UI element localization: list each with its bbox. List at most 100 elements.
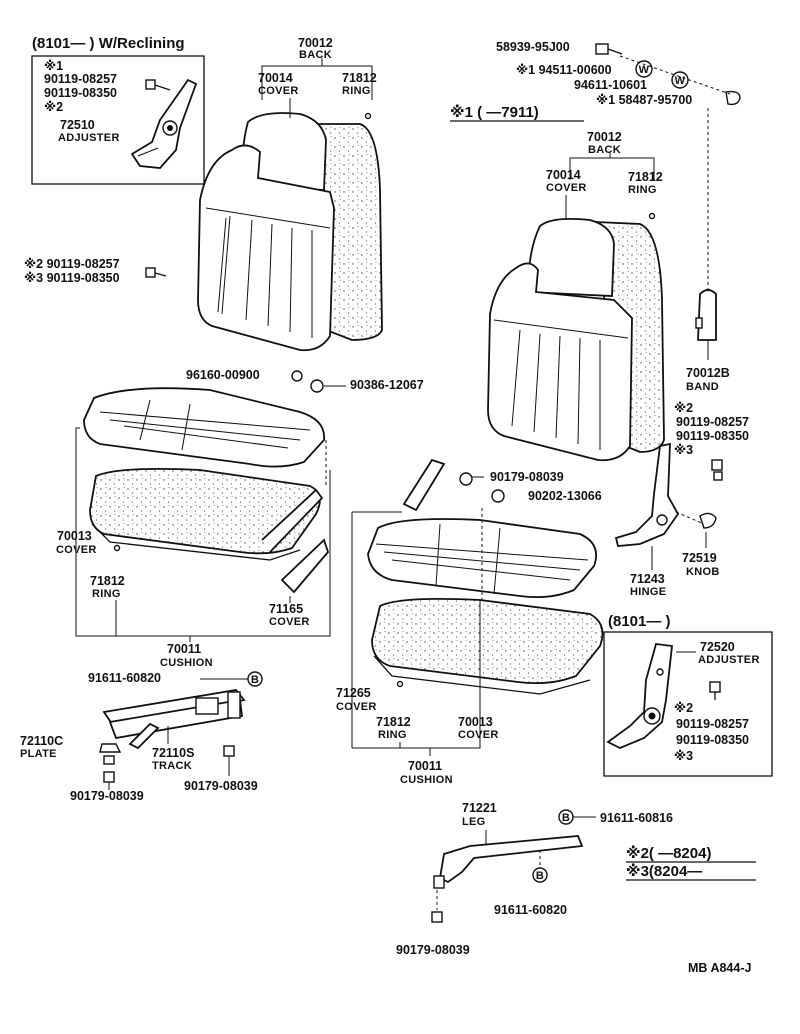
right-ring2-icon (396, 680, 404, 688)
washer1-mark: W (639, 64, 650, 76)
right-cushion-cover-pn: 70013 (458, 715, 493, 729)
left-cushion-ring-label: RING (92, 588, 121, 600)
reclining-inset: (8101— ) W/Reclining ※1 90119-08257 9011… (31, 35, 205, 185)
washer2-mark: W (675, 75, 686, 87)
right-nut-icon (459, 472, 473, 486)
right-back-bolt-icon (711, 459, 723, 481)
left-back-cover (197, 144, 335, 352)
left-clip-pn: 96160-00900 (186, 368, 260, 382)
leg-nut-icon (431, 911, 443, 923)
right-seat-back (487, 217, 665, 462)
left-back-bracket (261, 65, 373, 100)
plate-label: PLATE (20, 748, 57, 760)
left-cushion-bracket (75, 427, 331, 637)
left-clip-icon (291, 370, 303, 382)
right-ring2-label: RING (378, 729, 407, 741)
inset-8101-mark2: ※2 (674, 701, 693, 715)
right-cover-pn: 70014 (546, 168, 581, 182)
right-cushion-pn: 70011 (408, 759, 442, 773)
inset-8101-box (603, 631, 773, 777)
track-nut-left-icon (103, 771, 115, 783)
left-cushion-ring-icon (113, 544, 121, 552)
washer2-pn: 94611-10601 (574, 78, 647, 92)
left-ring-label: RING (342, 85, 371, 97)
right-cushion-cover-label: COVER (458, 729, 499, 741)
right-side-cover-pn: 71265 (336, 686, 371, 700)
inset-8101-bolt-b: 90119-08350 (676, 733, 749, 747)
adjuster-72520-label: ADJUSTER (698, 654, 760, 666)
right-cushion-label: CUSHION (400, 774, 453, 786)
track-label: TRACK (152, 760, 192, 772)
variant-title: ※1 ( —7911) (450, 103, 539, 121)
inset-8101-bolt-a: 90119-08257 (676, 717, 749, 731)
left-bolt-mark2: ※2 90119-08257 (24, 257, 120, 271)
right-cover-label: COVER (546, 182, 587, 194)
right-side-cover-label: COVER (336, 701, 377, 713)
leg-nut-pn: 90179-08039 (396, 943, 470, 957)
inset-8101-bolt-icon (709, 681, 721, 700)
hinge-pn: 71243 (630, 572, 665, 586)
band-70012b-icon (695, 289, 717, 341)
knob-72519-icon (699, 512, 717, 529)
right-bolt-a: 90119-08257 (676, 415, 749, 429)
inset-8101-mark3: ※3 (674, 749, 693, 763)
left-cushion-ring-pn: 71812 (90, 574, 125, 588)
track-bolt-mark: B (251, 674, 259, 686)
left-washer-pn: 90386-12067 (350, 378, 424, 392)
adjuster-72510-icon (130, 78, 198, 169)
right-back-bracket (569, 157, 655, 180)
inset-bolt-a: 90119-08257 (44, 72, 117, 86)
right-nut-pn: 90179-08039 (490, 470, 564, 484)
right-back-pn: 70012 (587, 130, 622, 144)
leg-bolt-bottom-mark: B (536, 870, 544, 882)
right-cushion-pad (371, 597, 604, 695)
adjuster-72510-pn: 72510 (60, 118, 95, 132)
left-washer-icon (310, 379, 324, 393)
right-ring2-pn: 71812 (376, 715, 411, 729)
knob-pn: 72519 (682, 551, 717, 565)
left-back-label: BACK (299, 49, 332, 61)
right-bolt-mark3: ※3 (674, 443, 693, 457)
right-ring-pn: 71812 (628, 170, 663, 184)
track-nut-right-pn: 90179-08039 (184, 779, 258, 793)
reclining-inset-box (31, 55, 205, 185)
reclining-title: (8101— ) W/Reclining (32, 35, 185, 52)
adjuster-72520-pn: 72520 (700, 640, 735, 654)
left-seat-back (197, 112, 383, 352)
left-cushion-cover (83, 387, 325, 468)
track-pn: 72110S (152, 746, 194, 760)
clip-icon (725, 90, 741, 106)
leg-pn: 71221 (462, 801, 497, 815)
left-ring-icon (364, 112, 372, 120)
left-side-cover (280, 538, 330, 594)
washer1-pn: ※1 94511-00600 (516, 63, 612, 77)
leg-bolt-top-pn: 91611-60816 (600, 811, 673, 825)
note-3: ※3(8204— (626, 862, 702, 880)
right-back-label: BACK (588, 144, 621, 156)
leg-bolt-top-mark: B (562, 812, 570, 824)
right-ring-label: RING (628, 184, 657, 196)
left-bolt-mark3: ※3 90119-08350 (24, 271, 120, 285)
track-nut-left-pn: 90179-08039 (70, 789, 144, 803)
note-2: ※2( —8204) (626, 844, 711, 862)
knob-label: KNOB (686, 566, 720, 578)
left-side-cover-pn: 71165 (269, 602, 303, 616)
right-back-cover (487, 262, 633, 462)
footer-code: MB A844-J (688, 961, 751, 975)
track-assembly (102, 689, 246, 750)
right-bolt-mark2: ※2 (674, 401, 693, 415)
leg-label: LEG (462, 816, 486, 828)
inset-bolt-icon (145, 79, 171, 91)
right-bolt-b: 90119-08350 (676, 429, 749, 443)
screw-pn: 58939-95J00 (496, 40, 570, 54)
track-plate-icon (99, 743, 122, 765)
band-label: BAND (686, 381, 719, 393)
inset-bolt-b: 90119-08350 (44, 86, 117, 100)
left-cover-pn: 70014 (258, 71, 293, 85)
screw-icon (595, 43, 623, 55)
inset-mark1: ※1 (44, 59, 63, 73)
left-side-cover-label: COVER (269, 616, 310, 628)
right-ring-icon (648, 212, 656, 220)
left-ring-pn: 71812 (342, 71, 377, 85)
